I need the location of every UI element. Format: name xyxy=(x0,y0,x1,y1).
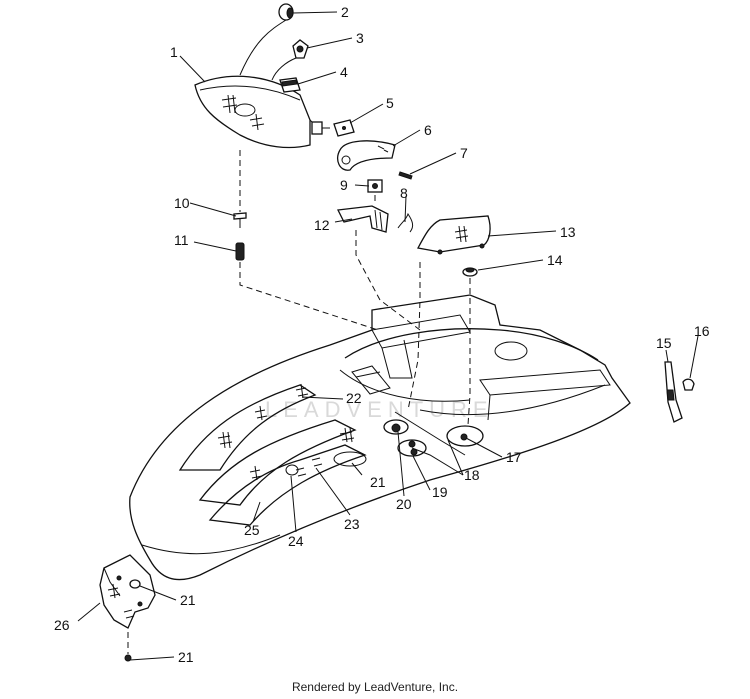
callout-6: 6 xyxy=(424,122,432,138)
callout-20: 20 xyxy=(396,496,412,512)
callout-11: 11 xyxy=(174,232,189,248)
bracket-parts xyxy=(333,119,414,233)
callout-24: 24 xyxy=(288,533,304,549)
callout-3: 3 xyxy=(356,30,364,46)
callout-21-a: 21 xyxy=(370,474,386,490)
callout-9: 9 xyxy=(340,177,348,193)
callout-5: 5 xyxy=(386,95,394,111)
callout-25: 25 xyxy=(244,522,260,538)
callout-15: 15 xyxy=(656,335,672,351)
callout-21-c: 21 xyxy=(178,649,194,665)
callout-10: 10 xyxy=(174,195,190,211)
socket xyxy=(292,39,309,59)
footer-credit: Rendered by LeadVenture, Inc. xyxy=(291,680,459,694)
callout-numbers: 1 2 3 4 5 6 7 8 9 10 11 12 13 14 15 16 1… xyxy=(54,4,710,665)
headlight-assembly xyxy=(194,75,330,149)
hood-body xyxy=(129,294,631,581)
leader-lines xyxy=(77,11,699,661)
callout-2: 2 xyxy=(341,4,349,20)
mount-bracket xyxy=(99,554,156,662)
callout-21-b: 21 xyxy=(180,592,196,608)
bulb xyxy=(278,3,294,21)
callout-14: 14 xyxy=(547,252,563,268)
callout-23: 23 xyxy=(344,516,360,532)
cover-panel xyxy=(417,215,491,255)
callout-18: 18 xyxy=(464,467,480,483)
callout-17: 17 xyxy=(506,449,522,465)
callout-22: 22 xyxy=(346,390,362,406)
connector xyxy=(279,77,301,93)
callout-8: 8 xyxy=(400,185,408,201)
assembly-lines xyxy=(127,150,471,654)
grommet xyxy=(462,267,478,277)
callout-12: 12 xyxy=(314,217,330,233)
callout-16: 16 xyxy=(694,323,710,339)
side-latch xyxy=(664,361,695,423)
callout-7: 7 xyxy=(460,145,468,161)
callout-4: 4 xyxy=(340,64,348,80)
callout-26: 26 xyxy=(54,617,70,633)
callout-13: 13 xyxy=(560,224,576,240)
callout-1: 1 xyxy=(170,44,178,60)
pin-and-spring xyxy=(233,212,247,261)
callout-19: 19 xyxy=(432,484,448,500)
